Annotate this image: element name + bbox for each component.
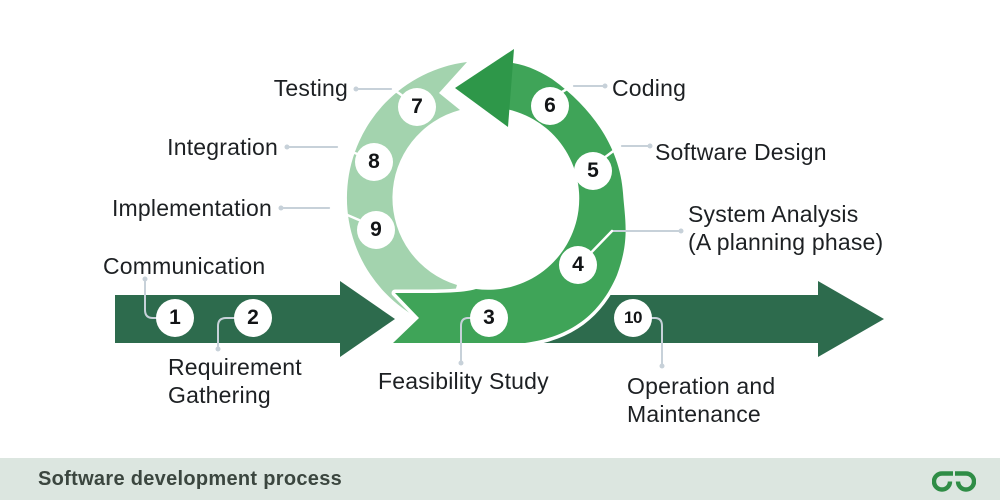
caption-bar: Software development process [0, 458, 1000, 500]
leader-dots [142, 83, 684, 369]
leader-lines [144, 85, 681, 366]
caption-title: Software development process [38, 467, 343, 490]
step-label-operation-maintenance: Operation and Maintenance [627, 373, 776, 427]
step-label-software-design: Software Design [655, 139, 827, 165]
step-circle-3: 3 [470, 299, 508, 337]
step-circle-7: 7 [398, 88, 436, 126]
step-label-communication: Communication [103, 253, 266, 279]
step-label-integration: Integration [167, 134, 278, 160]
step-circle-6: 6 [531, 87, 569, 125]
step-circle-10: 10 [614, 299, 652, 337]
step-circle-5: 5 [574, 152, 612, 190]
step-label-implementation: Implementation [111, 195, 272, 221]
step-circle-4: 4 [559, 246, 597, 284]
step-label-feasibility-study: Feasibility Study [378, 368, 549, 394]
step-label-system-analysis: System Analysis (A planning phase) [688, 201, 884, 255]
arrow-right [520, 281, 884, 357]
step-label-requirement-gathering: Requirement Gathering [168, 354, 302, 408]
step-circle-2: 2 [234, 299, 272, 337]
cycle-arrowhead-icon [455, 49, 514, 127]
step-circle-9: 9 [357, 211, 395, 249]
cycle-arc-light [346, 62, 467, 329]
step-label-testing: Testing [273, 75, 348, 101]
geeksforgeeks-logo-icon [932, 471, 976, 492]
step-label-coding: Coding [612, 75, 687, 101]
step-circle-1: 1 [156, 299, 194, 337]
step-circle-8: 8 [355, 143, 393, 181]
